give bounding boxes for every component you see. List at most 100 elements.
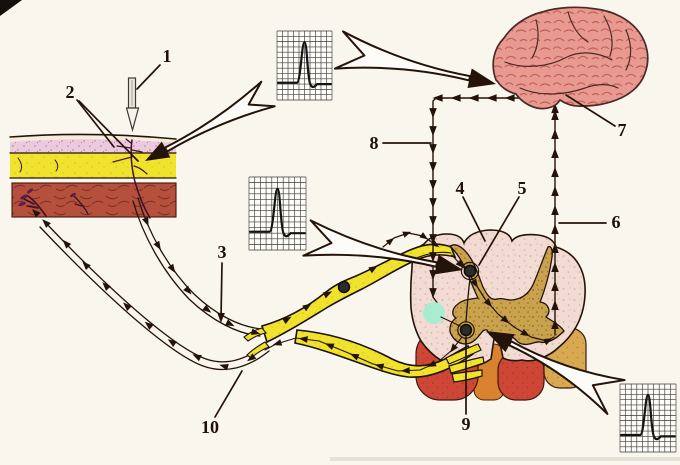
action-potential-trace — [249, 187, 306, 238]
arrowhead — [142, 216, 149, 227]
arrowhead — [551, 243, 559, 254]
action-potential-graph-1 — [276, 30, 333, 101]
arrowhead — [427, 360, 437, 367]
label-leader-lines — [76, 64, 616, 418]
signal-path-arrows — [31, 94, 559, 374]
arrowhead — [429, 144, 437, 155]
motor-end-plate — [18, 188, 89, 217]
sensory-synapse-dot — [463, 264, 477, 278]
label-2-line-b — [78, 100, 139, 162]
epidermis-layer — [10, 139, 176, 154]
stimulus-pin-icon — [125, 77, 140, 133]
open-arrow-graph2-to-synapse — [302, 219, 463, 275]
arrowhead — [551, 103, 559, 114]
skin-surface-line — [9, 133, 177, 140]
arrowhead — [144, 321, 154, 330]
arrowhead — [551, 167, 559, 178]
arrowhead — [429, 252, 437, 263]
arrowhead — [42, 219, 51, 228]
arrowhead — [449, 343, 459, 353]
muscle-layer — [11, 182, 177, 218]
arrowhead — [302, 303, 312, 312]
arrowhead — [551, 110, 559, 121]
action-potential-graphs — [248, 30, 677, 453]
action-potential-graph-2 — [248, 176, 307, 251]
callout-9: 9 — [461, 414, 471, 434]
arrowhead — [123, 302, 132, 311]
arrowhead — [429, 198, 437, 209]
arrowhead — [31, 208, 41, 218]
dorsal-root-arc-arrows — [382, 231, 440, 248]
arrowhead — [282, 316, 292, 325]
arrowhead — [551, 281, 559, 292]
ventral-root-efferent-path — [264, 336, 463, 374]
arrowhead — [250, 328, 261, 336]
label-5-line — [478, 196, 520, 266]
callout-1: 1 — [162, 46, 172, 66]
descending-tract-path — [429, 94, 539, 305]
dermis-outline — [9, 152, 177, 179]
arrowhead — [82, 261, 91, 270]
arrowhead — [551, 319, 559, 330]
arrowhead — [429, 108, 437, 119]
spinal-nerve — [243, 243, 485, 383]
arrowhead — [374, 363, 385, 371]
arrowhead — [225, 319, 235, 327]
nerve-afferent-arrows-2 — [368, 265, 378, 274]
arrowhead — [429, 162, 437, 173]
arrowhead — [419, 232, 429, 240]
arrowhead — [202, 304, 212, 313]
arrowhead — [551, 129, 559, 140]
arrowhead — [551, 262, 559, 273]
arrowhead — [102, 282, 111, 291]
label-1-line — [136, 64, 161, 90]
skin-cross-section — [9, 133, 177, 219]
arrowhead — [483, 298, 493, 308]
arrowhead — [429, 180, 437, 191]
callout-7: 7 — [617, 120, 627, 140]
label-10-line — [214, 370, 243, 418]
callout-5: 5 — [517, 178, 527, 198]
open-arrow-graph3-to-motoneuron — [486, 331, 626, 415]
arrowhead — [430, 239, 440, 248]
arrowhead — [520, 328, 530, 337]
callout-4: 4 — [455, 178, 465, 198]
brain — [492, 6, 649, 110]
sensory-synapse-ring — [460, 261, 480, 281]
arrowhead — [349, 353, 360, 361]
callout-6: 6 — [611, 212, 621, 232]
ascending-tract-path — [551, 103, 559, 336]
arrowhead — [504, 94, 515, 102]
arrowhead — [470, 278, 479, 288]
gray-matter — [448, 244, 565, 346]
arrowhead — [322, 291, 333, 299]
arrowhead — [429, 288, 437, 299]
interneuron-line — [465, 278, 471, 323]
arrowhead — [551, 186, 559, 197]
arrowhead — [432, 94, 443, 102]
intracord-afferent-path — [451, 254, 555, 346]
arrowhead — [247, 353, 257, 362]
arrowhead — [368, 265, 378, 274]
arrowhead — [167, 339, 177, 348]
arrowhead — [551, 224, 559, 235]
marker-pointer-line — [440, 316, 461, 327]
arrowhead — [486, 94, 497, 102]
arrowhead — [183, 285, 192, 295]
arrowhead — [429, 216, 437, 227]
action-potential-trace — [277, 40, 332, 89]
dorsal-root-ganglion-dot — [337, 280, 351, 294]
arrowhead — [500, 315, 510, 324]
arrowhead — [402, 231, 412, 238]
arrowhead — [167, 263, 176, 273]
callout-3: 3 — [217, 242, 227, 262]
motor-neuron-dot — [459, 323, 473, 337]
arrowhead — [551, 300, 559, 311]
afferent-fiber-tube — [132, 197, 263, 337]
callout-10: 10 — [201, 417, 219, 437]
brain-outline — [492, 6, 649, 110]
scan-corner-artifact — [0, 0, 22, 16]
arrowhead — [192, 354, 202, 362]
